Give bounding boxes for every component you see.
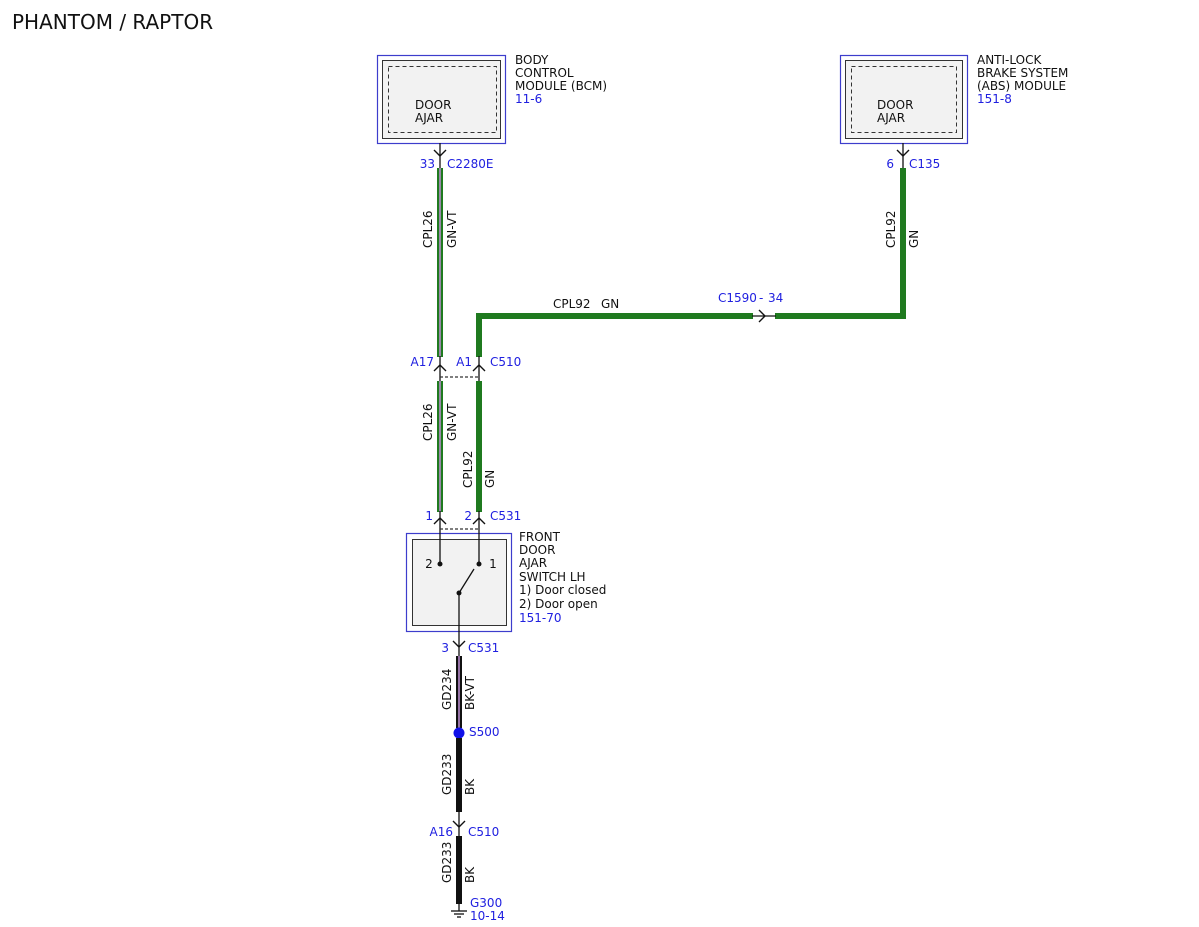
bcm-name-line: BODY (515, 53, 549, 67)
connector-id: C1590 (718, 291, 757, 305)
switch-arm-icon (458, 568, 475, 594)
connector-c2280e: 33 C2280E (420, 143, 494, 171)
wire-color-label: GN-VT (445, 210, 459, 248)
connector-c531-upper: 1 2 C531 (425, 509, 521, 530)
connector-chevron-icon (433, 364, 447, 372)
wire-color-label: GN (483, 470, 497, 488)
connector-id: C510 (468, 825, 499, 839)
connector-id: C2280E (447, 157, 494, 171)
wire-circuit-label: CPL92 (461, 450, 475, 488)
connector-chevron-icon (896, 149, 910, 157)
wire-circuit-label: CPL92 (884, 210, 898, 248)
connector-pin: A1 (456, 355, 472, 369)
wire-gd234: GD234 BK-VT (440, 656, 477, 728)
connector-c1590: C1590 - 34 (718, 291, 783, 323)
connector-pin: 2 (464, 509, 472, 523)
switch-name-line: FRONT (519, 530, 561, 544)
wire-color-label: BK (463, 778, 477, 795)
switch-terminal: 2 (425, 557, 433, 571)
connector-chevron-icon (472, 517, 486, 525)
connector-chevron-icon (452, 640, 466, 648)
wire-circuit-label: CPL26 (421, 403, 435, 441)
switch-state: 1) Door closed (519, 583, 606, 597)
wire-color-label: GN (601, 297, 619, 311)
connector-pin: A16 (430, 825, 453, 839)
wire-circuit-label: GD233 (440, 842, 454, 883)
bcm-body (382, 60, 501, 139)
splice-dot-icon (453, 727, 465, 739)
connector-pin: 34 (768, 291, 783, 305)
connector-chevron-icon (758, 309, 766, 323)
abs-name-line: BRAKE SYSTEM (977, 66, 1068, 80)
connector-id: C531 (468, 641, 499, 655)
ground-page-ref: 10-14 (470, 909, 505, 923)
wire-circuit-label: GD233 (440, 754, 454, 795)
switch-contact-icon (476, 561, 482, 567)
wire-color-label: BK-VT (463, 675, 477, 710)
connector-id: C531 (490, 509, 521, 523)
bcm-name-line: CONTROL (515, 66, 574, 80)
connector-pin: A17 (411, 355, 434, 369)
connector-id: C510 (490, 355, 521, 369)
connector-chevron-icon (433, 149, 447, 157)
abs-function-line: AJAR (877, 111, 905, 125)
connector-chevron-icon (433, 517, 447, 525)
connector-pin: 33 (420, 157, 435, 171)
switch-terminal: 1 (489, 557, 497, 571)
connector-separator: - (759, 291, 763, 305)
abs-name-line: ANTI-LOCK (977, 53, 1042, 67)
wire-cpl92-lower: CPL92 GN (461, 381, 497, 512)
wire-cpl26-lower: CPL26 GN-VT (421, 381, 459, 512)
connector-pin: 3 (441, 641, 449, 655)
connector-c510-upper: A17 A1 C510 (411, 355, 521, 382)
bcm-name-line: MODULE (BCM) (515, 79, 607, 93)
wire-body (775, 168, 906, 319)
switch-page-ref: 151-70 (519, 611, 562, 625)
connector-pin: 6 (886, 157, 894, 171)
splice-s500: S500 (453, 725, 500, 739)
wire-color-label: GN (907, 230, 921, 248)
bcm-function-line: DOOR (415, 98, 451, 112)
wire-circuit-label: GD234 (440, 669, 454, 710)
abs-component: DOOR AJAR ANTI-LOCK BRAKE SYSTEM (ABS) M… (839, 53, 1068, 145)
connector-chevron-icon (472, 364, 486, 372)
abs-function-line: DOOR (877, 98, 913, 112)
bcm-function-line: AJAR (415, 111, 443, 125)
connector-c531-lower: 3 C531 (441, 640, 499, 655)
bcm-function-box (388, 66, 497, 133)
switch-name-line: SWITCH LH (519, 570, 586, 584)
wire-gd233-lower: GD233 BK (440, 836, 477, 904)
abs-page-ref: 151-8 (977, 92, 1012, 106)
wire-cpl92-abs: CPL92 GN CPL92 GN (476, 168, 921, 357)
wire-body (476, 313, 753, 357)
ground-g300: G300 10-14 (451, 896, 505, 923)
wire-color-label: GN-VT (445, 403, 459, 441)
ground-id: G300 (470, 896, 502, 910)
abs-function-box (851, 66, 957, 133)
ground-icon (451, 903, 467, 918)
connector-c135: 6 C135 (886, 143, 940, 171)
wire-circuit-label: CPL92 (553, 297, 591, 311)
connector-c510-lower: A16 C510 (430, 811, 499, 839)
abs-body (845, 60, 963, 139)
connector-chevron-icon (452, 820, 466, 828)
wire-circuit-label: CPL26 (421, 210, 435, 248)
switch-contact-icon (437, 561, 443, 567)
switch-name-line: AJAR (519, 556, 547, 570)
connector-pin: 1 (425, 509, 433, 523)
splice-id: S500 (469, 725, 500, 739)
switch-name-line: DOOR (519, 543, 555, 557)
wire-gd233-upper: GD233 BK (440, 738, 477, 812)
bcm-page-ref: 11-6 (515, 92, 542, 106)
diagram-title: PHANTOM / RAPTOR (12, 10, 213, 34)
switch-state: 2) Door open (519, 597, 598, 611)
connector-id: C135 (909, 157, 940, 171)
bcm-component: DOOR AJAR BODY CONTROL MODULE (BCM) 11-6 (376, 53, 607, 145)
wire-color-label: BK (463, 866, 477, 883)
abs-name-line: (ABS) MODULE (977, 79, 1066, 93)
door-ajar-switch: 2 1 FRONT DOOR AJAR SWITCH LH 1) Door cl… (405, 511, 606, 656)
wire-cpl26-upper: CPL26 GN-VT (421, 168, 459, 357)
